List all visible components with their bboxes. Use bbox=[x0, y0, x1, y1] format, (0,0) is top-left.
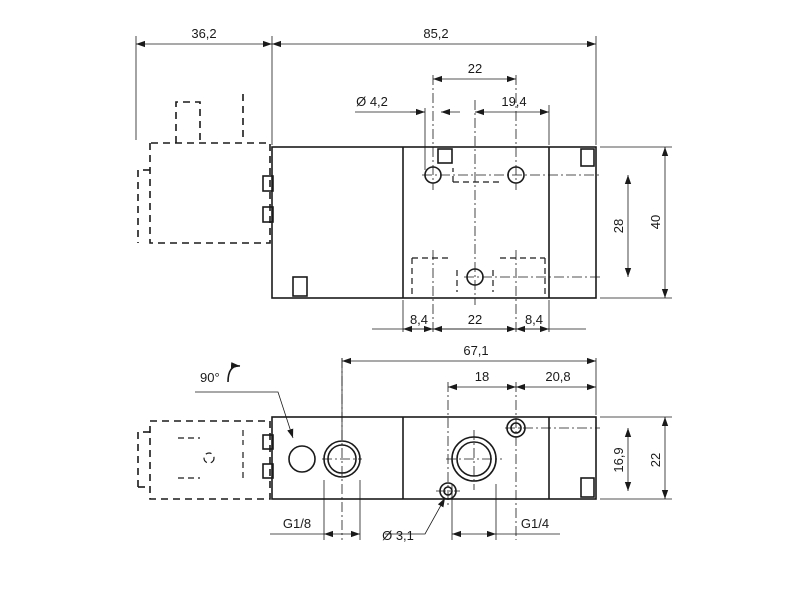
dim-port-spacing: 18 bbox=[475, 369, 489, 384]
dim-side-body-height: 22 bbox=[648, 453, 663, 467]
dim-bottom-right: 8,4 bbox=[525, 312, 543, 327]
dim-port-g14: G1/4 bbox=[521, 516, 549, 531]
dim-mount-spacing: 22 bbox=[468, 61, 482, 76]
dim-hole-offset: 19,4 bbox=[501, 94, 526, 109]
rotation-label: 90° bbox=[200, 370, 220, 385]
coil-connector-outline bbox=[149, 101, 271, 244]
dim-port-height: 16,9 bbox=[611, 447, 626, 472]
dim-center-hole: Ø 3,1 bbox=[382, 528, 414, 543]
dim-right-offset: 20,8 bbox=[545, 369, 570, 384]
valve-side-outline bbox=[271, 416, 597, 500]
valve-body-outline bbox=[271, 146, 597, 299]
dim-port-g18: G1/8 bbox=[283, 516, 311, 531]
top-view: 36,2 85,2 22 Ø 4,2 19,4 28 40 8,4 22 8,4 bbox=[135, 26, 672, 333]
port-g18-small bbox=[288, 445, 316, 473]
dim-body-height: 40 bbox=[648, 215, 663, 229]
dim-overall: 67,1 bbox=[463, 343, 488, 358]
dim-body-length: 85,2 bbox=[423, 26, 448, 41]
dim-coil-width: 36,2 bbox=[191, 26, 216, 41]
dim-bottom-left: 8,4 bbox=[410, 312, 428, 327]
rotate-arrow-icon bbox=[227, 362, 241, 383]
dim-bottom-mid: 22 bbox=[468, 312, 482, 327]
side-view: 90° 67,1 18 20,8 16,9 22 G1/8 Ø 3,1 G1/4 bbox=[137, 343, 672, 543]
dim-vertical-spacing: 28 bbox=[611, 219, 626, 233]
dim-hole-diameter: Ø 4,2 bbox=[356, 94, 388, 109]
